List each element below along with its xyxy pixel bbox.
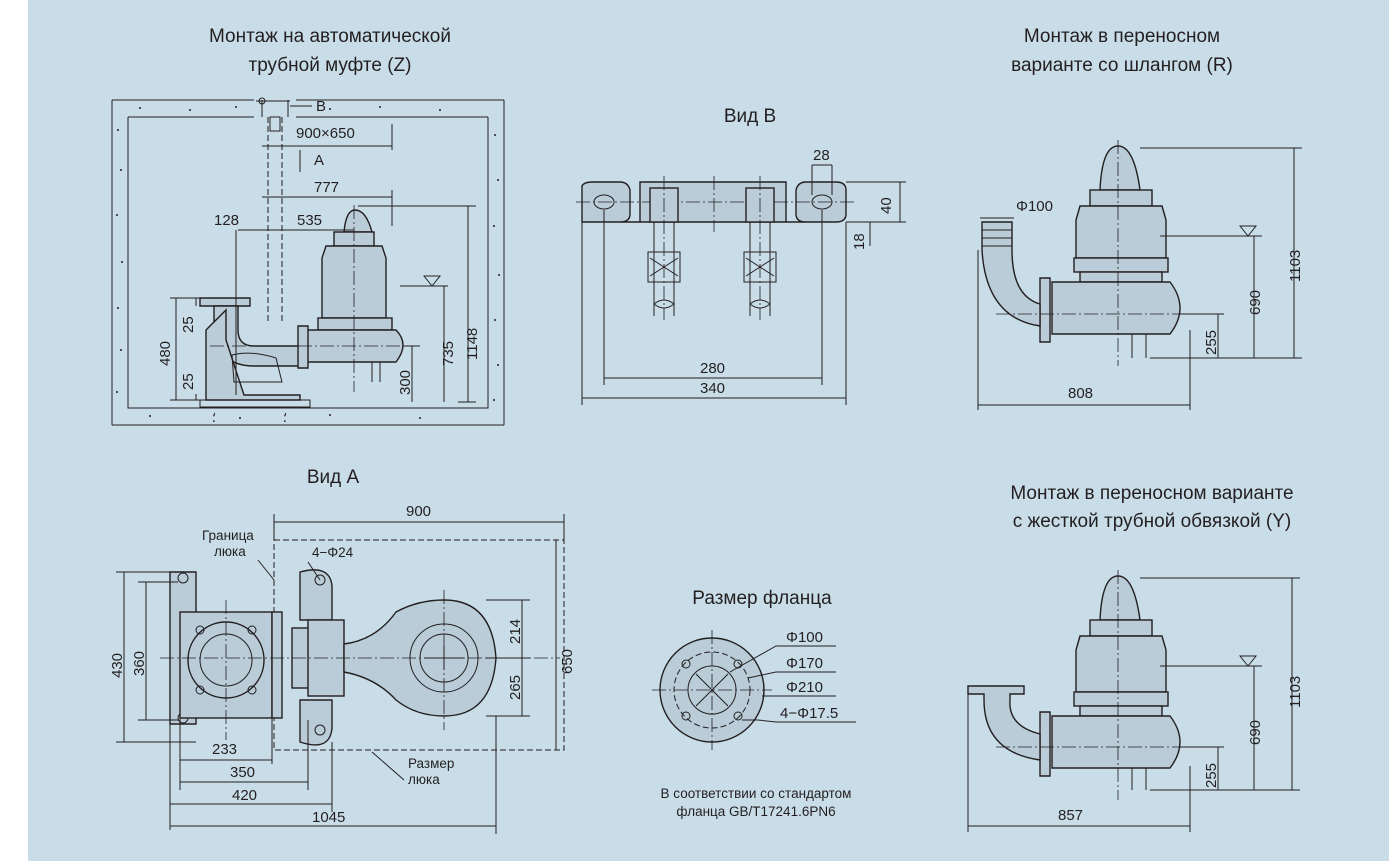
section-view-a: Вид А — [109, 467, 576, 834]
dim-340: 340 — [700, 380, 725, 397]
title-install-z-line2: трубной муфте (Z) — [249, 55, 412, 76]
dim-flange-phi170: Φ170 — [786, 655, 823, 672]
dim-808: 808 — [1068, 385, 1093, 402]
dim-28: 28 — [813, 147, 830, 164]
dim-25-bottom: 25 — [180, 373, 197, 390]
dim-1103-y: 1103 — [1287, 676, 1304, 708]
flange-standard-line2: фланца GB/T17241.6PN6 — [676, 804, 835, 819]
pump-r — [981, 140, 1200, 366]
dim-1148: 1148 — [464, 328, 481, 360]
flange-drawing — [652, 630, 772, 750]
dim-690-y: 690 — [1247, 720, 1264, 745]
dim-233: 233 — [212, 741, 237, 758]
title-view-a: Вид А — [307, 467, 360, 488]
pit-walls — [111, 99, 505, 426]
pump-y — [967, 570, 1200, 800]
dim-40: 40 — [878, 197, 895, 214]
flange-dimensions: Φ100 Φ170 Φ210 4−Φ17.5 В соответствии со… — [661, 629, 856, 819]
dim-735: 735 — [440, 341, 457, 366]
dim-18: 18 — [851, 233, 868, 250]
title-view-b: Вид В — [724, 106, 776, 127]
title-install-y-line2: с жесткой трубной обвязкой (Y) — [1013, 511, 1292, 532]
section-install-y: Монтаж в переносном варианте с жесткой т… — [967, 483, 1304, 832]
title-install-r-line1: Монтаж в переносном — [1024, 26, 1220, 47]
dim-900x650: 900×650 — [296, 125, 355, 142]
dim-690-r: 690 — [1247, 290, 1264, 315]
pump-z — [210, 205, 442, 392]
label-holes-4x24: 4−Φ24 — [312, 545, 354, 560]
dim-857: 857 — [1058, 807, 1083, 824]
dim-480: 480 — [157, 341, 174, 366]
dim-1103-r: 1103 — [1287, 250, 1304, 282]
title-flange: Размер фланца — [692, 588, 832, 609]
dim-265: 265 — [507, 675, 524, 700]
label-hatch-size-2: люка — [408, 772, 440, 787]
r-dimensions: Φ100 1103 690 255 808 — [977, 147, 1304, 410]
section-view-b: Вид В 28 40 18 — [576, 106, 906, 405]
dim-214: 214 — [507, 619, 524, 644]
dim-430: 430 — [109, 653, 126, 678]
dim-535: 535 — [297, 212, 322, 229]
plan-view — [160, 539, 565, 751]
label-hatch-border-1: Граница — [202, 528, 254, 543]
section-flange: Размер фланца Φ100 Φ170 Φ210 4 — [652, 588, 856, 819]
dim-900-plan: 900 — [406, 503, 431, 520]
dim-1045: 1045 — [312, 809, 345, 826]
title-install-r-line2: варианте со шлангом (R) — [1011, 55, 1233, 76]
flange-standard-line1: В соответствии со стандартом — [661, 786, 852, 801]
dim-300: 300 — [397, 370, 414, 395]
rail-bracket — [576, 176, 854, 320]
anchor-mark-left: ⸵ — [212, 410, 216, 425]
section-install-z: Монтаж на автоматической трубной муфте (… — [111, 26, 505, 426]
anchor-mark-right: ⸵ — [283, 410, 287, 425]
title-install-z-line1: Монтаж на автоматической — [209, 26, 451, 47]
section-install-r: Монтаж в переносном варианте со шлангом … — [977, 26, 1304, 410]
label-view-b-arrow: B — [316, 98, 326, 115]
dim-flange-phi210: Φ210 — [786, 679, 823, 696]
dim-650: 650 — [559, 649, 576, 674]
dim-flange-phi100: Φ100 — [786, 629, 823, 646]
label-hatch-size-1: Размер — [408, 756, 454, 771]
z-dimensions: B 900×650 A 777 128 535 1148 735 300 480 — [157, 98, 481, 403]
dim-350: 350 — [230, 764, 255, 781]
dim-777: 777 — [314, 179, 339, 196]
y-dimensions: 1103 690 255 857 — [967, 577, 1304, 832]
dim-25-top: 25 — [180, 316, 197, 333]
guide-pipe — [256, 97, 290, 322]
dim-360: 360 — [131, 651, 148, 676]
title-install-y-line1: Монтаж в переносном варианте — [1010, 483, 1293, 504]
dim-128: 128 — [214, 212, 239, 229]
dim-flange-holes: 4−Φ17.5 — [780, 705, 838, 722]
label-view-a-arrow: A — [314, 152, 324, 169]
coupling-stand: ⸵ ⸵ — [199, 297, 311, 425]
concrete-dots — [116, 106, 500, 419]
view-a-dimensions: 900 Граница люка 4−Φ24 430 360 214 265 6… — [109, 503, 576, 834]
dim-280: 280 — [700, 360, 725, 377]
view-b-dimensions: 28 40 18 280 340 — [581, 147, 906, 405]
dim-255-y: 255 — [1203, 763, 1220, 788]
dim-phi100-hose: Φ100 — [1016, 198, 1053, 215]
dim-420: 420 — [232, 787, 257, 804]
dim-255-r: 255 — [1203, 330, 1220, 355]
label-hatch-border-2: люка — [214, 544, 246, 559]
